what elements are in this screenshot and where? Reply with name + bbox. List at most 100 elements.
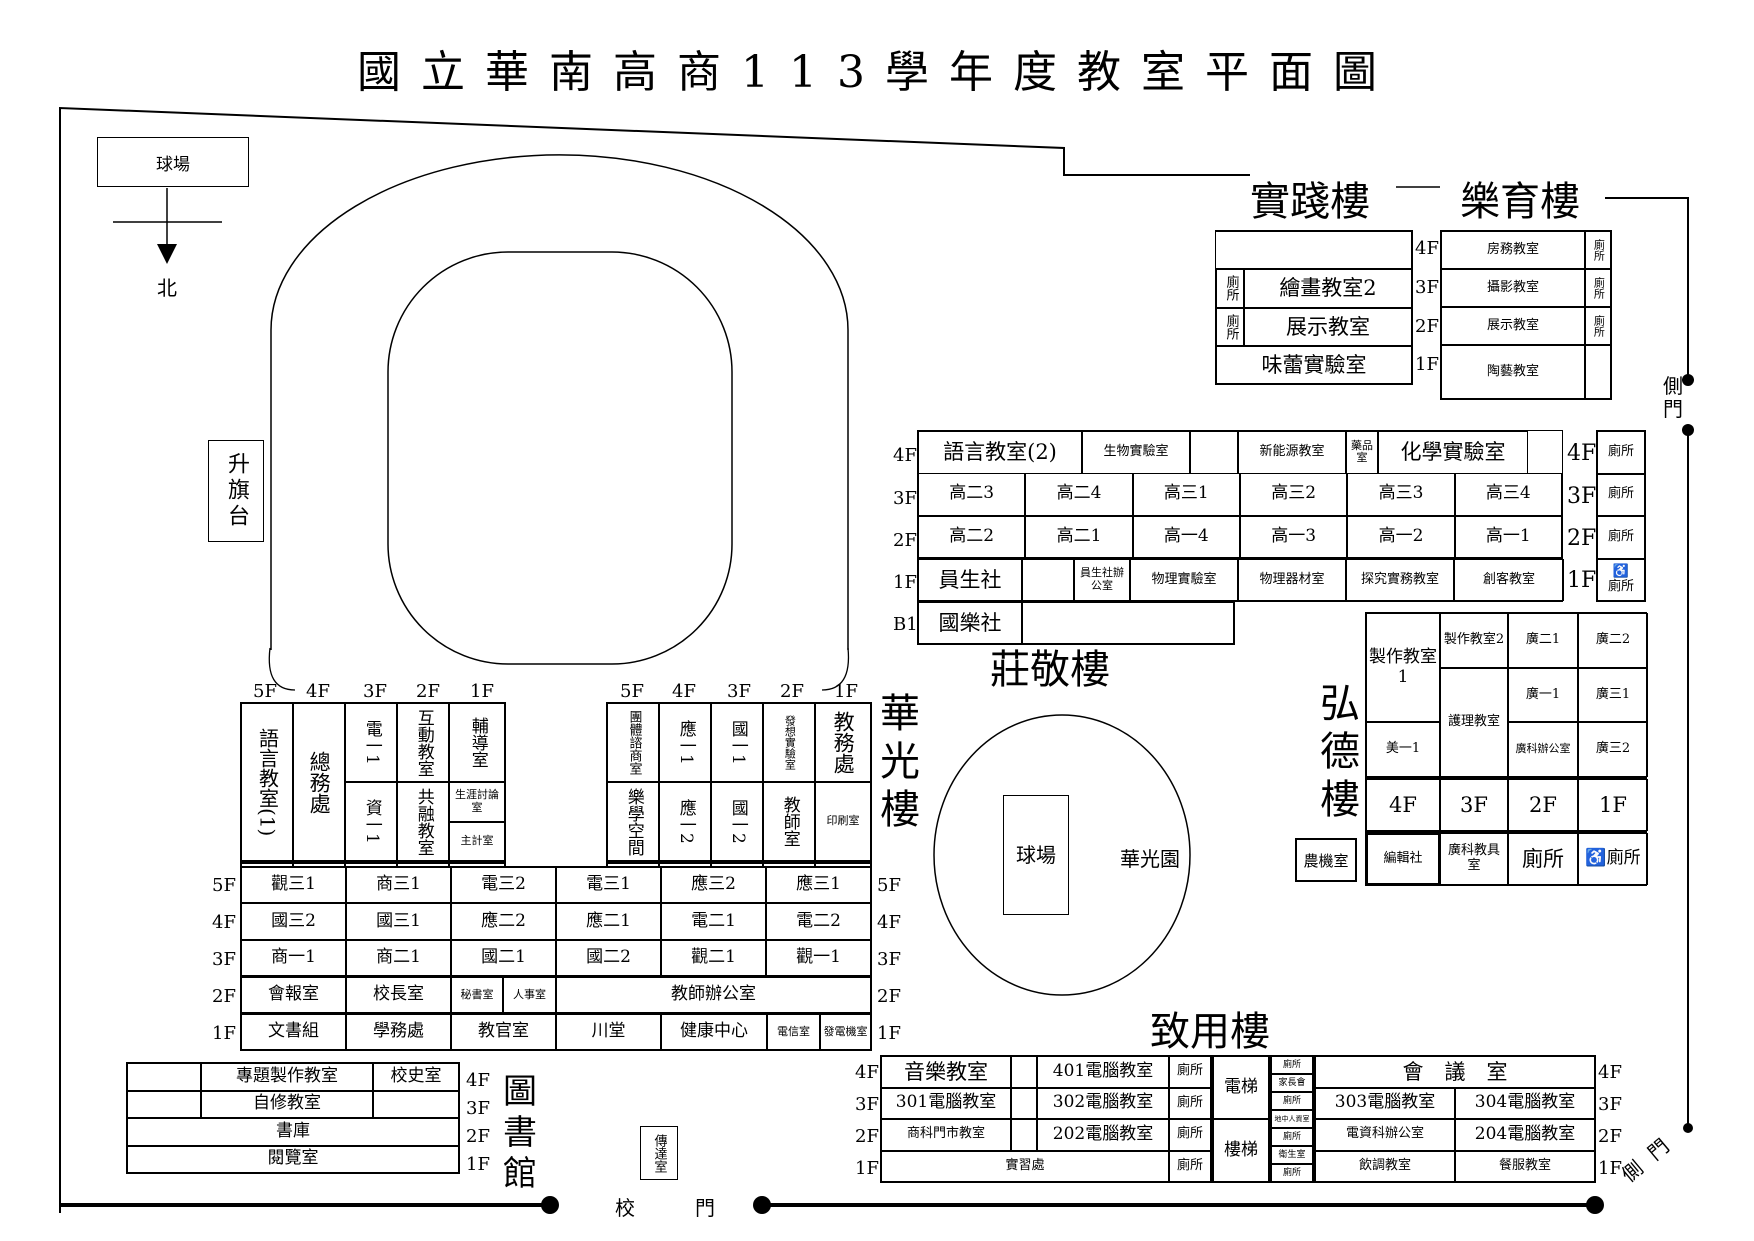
- hd-room: 廣科教具室: [1440, 833, 1508, 885]
- hg-room: 總務處: [293, 703, 345, 861]
- yueyu-restroom: 廁所: [1585, 307, 1611, 345]
- zy-elevator: 電梯: [1213, 1056, 1269, 1119]
- zj-room: 高一4: [1132, 515, 1240, 558]
- zj-accessible-restroom: ♿廁所: [1597, 558, 1645, 601]
- zj-room: 物理器材室: [1238, 559, 1346, 601]
- hd-floor: 3F: [1440, 779, 1508, 831]
- side-gate-label: 側門: [1663, 374, 1683, 421]
- lib-room: [373, 1090, 459, 1118]
- hg-room: 國二2: [556, 939, 661, 976]
- floor-label: 1F: [834, 681, 858, 702]
- hg-room: 應三2: [661, 867, 766, 904]
- hg-room: 商三1: [346, 867, 451, 904]
- hg-room: 語言教室(1): [241, 703, 293, 861]
- hg-room: 秘書室: [451, 977, 503, 1013]
- zy-room: 204電腦教室: [1455, 1119, 1595, 1151]
- zhuangjing-1f-grid: 員生社 員生社辦公室 物理實驗室 物理器材室 探究實務教室 創客教室: [917, 559, 1564, 602]
- library-name: 圖書館: [503, 1072, 537, 1194]
- hongde-grid: 製作教室2 廣二1 製作教室1 廣二2 護理教室 廣一1 廣三1 美一1 廣科辦…: [1365, 612, 1648, 778]
- hg-room: 國三2: [241, 903, 346, 940]
- hd-room: 護理教室: [1440, 667, 1508, 777]
- side-gate-post: [1682, 424, 1694, 436]
- yueyu-building-name: 樂育樓: [1460, 179, 1580, 225]
- zy-room: 電資科辦公室: [1315, 1119, 1455, 1151]
- hg-room: 會報室: [241, 977, 346, 1013]
- hg-room: 健康中心: [661, 1014, 767, 1050]
- shijian-4f-empty: [1216, 231, 1412, 270]
- floor-label: 3F: [1567, 484, 1597, 509]
- hg-room: 電一1: [345, 703, 397, 782]
- main-gate-post: [541, 1196, 559, 1214]
- floor-label: 3F: [363, 681, 387, 702]
- yueyu-grid: 房務教室 廁所 攝影教室 廁所 展示教室 廁所 陶藝教室: [1440, 230, 1612, 400]
- hg-room: 電信室: [767, 1014, 820, 1050]
- hg-room: 校長室: [346, 977, 451, 1013]
- floor-label: 2F: [1598, 1126, 1622, 1147]
- zy-room: [1011, 1119, 1037, 1151]
- zy-small-room: 衛生室: [1271, 1146, 1313, 1164]
- hd-room: 製作教室2: [1440, 613, 1508, 668]
- lib-room: 自修教室: [201, 1090, 373, 1118]
- floor-label: 1F: [893, 572, 917, 593]
- zj-room: 國樂社: [918, 602, 1022, 644]
- zy-room: 實習處: [881, 1150, 1169, 1182]
- hg-room: 人事室: [503, 977, 556, 1013]
- shijian-restroom: 廁所: [1216, 307, 1244, 346]
- floor-label: 5F: [620, 681, 644, 702]
- hg-room: 應二2: [451, 903, 556, 940]
- floor-label: 2F: [212, 986, 236, 1007]
- shijian-room: 展示教室: [1244, 307, 1412, 346]
- hg-room: 應二1: [556, 903, 661, 940]
- zj-room: 創客教室: [1454, 559, 1564, 601]
- floor-label: 1F: [1598, 1158, 1622, 1179]
- shijian-grid: 廁所 繪畫教室2 廁所 展示教室 味蕾實驗室: [1215, 230, 1413, 385]
- zy-restroom: 廁所: [1169, 1087, 1211, 1119]
- zy-room: [1011, 1087, 1037, 1119]
- zy-room: 會 議 室: [1315, 1056, 1595, 1088]
- floor-label: 2F: [893, 530, 917, 551]
- floor-label: 4F: [466, 1070, 490, 1091]
- library-row: 專題製作教室 校史室: [127, 1063, 459, 1091]
- zy-small-room: 廁所: [1271, 1128, 1313, 1146]
- hd-room: 編輯社: [1366, 833, 1440, 885]
- zj-room: 高二4: [1025, 473, 1133, 516]
- hg-room: 發電機室: [820, 1014, 871, 1050]
- zy-row: 電資科辦公室 204電腦教室: [1315, 1119, 1595, 1151]
- garden-court: 球場: [1003, 795, 1069, 915]
- zy-left-grid: 音樂教室 401電腦教室 廁所 301電腦教室 302電腦教室 廁所 商科門市教…: [880, 1055, 1212, 1183]
- lib-room: 書庫: [127, 1118, 459, 1146]
- floor-label: 3F: [855, 1094, 879, 1115]
- hg-room: 商二1: [346, 939, 451, 976]
- zhuangjing-b1-grid: 國樂社: [917, 602, 1235, 645]
- hg-room: 教官室: [451, 1014, 556, 1050]
- hd-room: 製作教室1: [1366, 613, 1440, 723]
- hg-room: 共融教室: [397, 782, 449, 861]
- zj-restroom-label: 廁所: [1607, 578, 1634, 594]
- hg-room: 樂學空間: [607, 782, 659, 861]
- zy-restroom: 廁所: [1169, 1119, 1211, 1151]
- zy-right-grid: 會 議 室 303電腦教室 304電腦教室 電資科辦公室 204電腦教室 飲調教…: [1314, 1055, 1596, 1183]
- north-arrow-icon: [157, 244, 177, 264]
- zy-core: 電梯 樓梯: [1212, 1055, 1270, 1183]
- zy-small-room: 家長會: [1271, 1074, 1313, 1092]
- zj-room: 物理實驗室: [1130, 559, 1238, 601]
- yueyu-room: 陶藝教室: [1441, 345, 1585, 399]
- track-outer: [270, 154, 849, 650]
- hg-room: 教務處: [815, 703, 871, 782]
- hd-room: 廣二1: [1508, 613, 1578, 668]
- floor-label: 2F: [466, 1126, 490, 1147]
- yueyu-restroom: 廁所: [1585, 269, 1611, 307]
- zj-room: 生物實驗室: [1082, 431, 1190, 474]
- zj-room: 高三3: [1347, 473, 1455, 516]
- library-grid: 專題製作教室 校史室 自修教室 書庫 閱覽室: [126, 1062, 460, 1174]
- zj-room: 員生社辦公室: [1074, 559, 1130, 601]
- zhuangjing-classroom-grid: 高二3 高二4 高三1 高三2 高三3 高三4 高二2 高二1 高一4 高一3 …: [917, 473, 1563, 559]
- lib-room: [127, 1063, 201, 1091]
- hg-room: 電二2: [766, 903, 871, 940]
- hd-floor: 4F: [1366, 779, 1440, 831]
- floor-label: 1F: [1567, 568, 1597, 593]
- zy-room: 303電腦教室: [1315, 1087, 1455, 1119]
- library-row: 自修教室: [127, 1090, 459, 1118]
- hg-room: 資一1: [345, 782, 397, 861]
